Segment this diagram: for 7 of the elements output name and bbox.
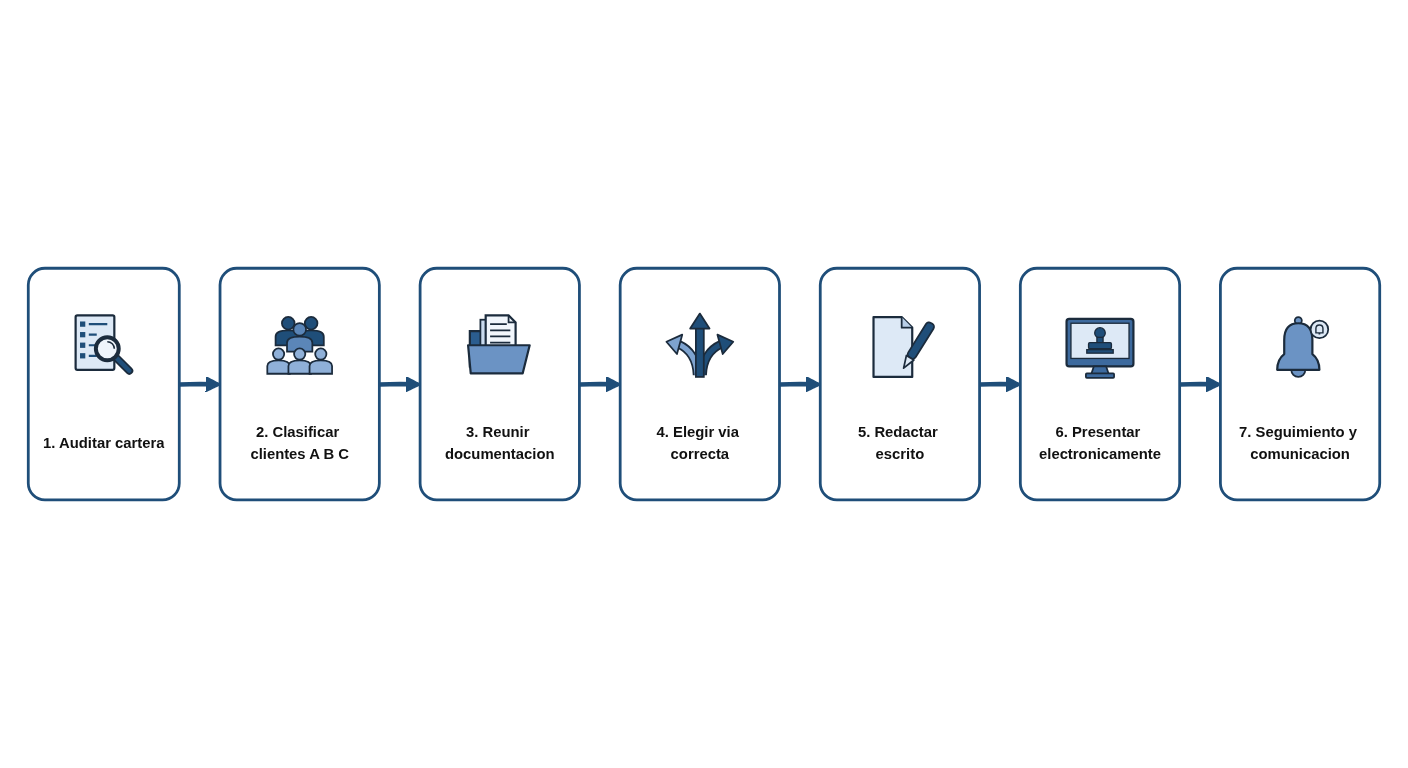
node-box: 3. Reunir documentacion — [418, 266, 581, 502]
node-box: 5. Redactar escrito — [818, 266, 981, 502]
node-box: 2. Clasificar clientes A B C — [218, 266, 381, 502]
node-box: 7. Seguimiento y comunicacion — [1219, 266, 1382, 502]
node-box: 1. Auditar cartera — [26, 266, 181, 502]
node-box: 6. Presentar electronicamente — [1018, 266, 1182, 502]
node-box: 4. Elegir via correcta — [618, 266, 781, 502]
